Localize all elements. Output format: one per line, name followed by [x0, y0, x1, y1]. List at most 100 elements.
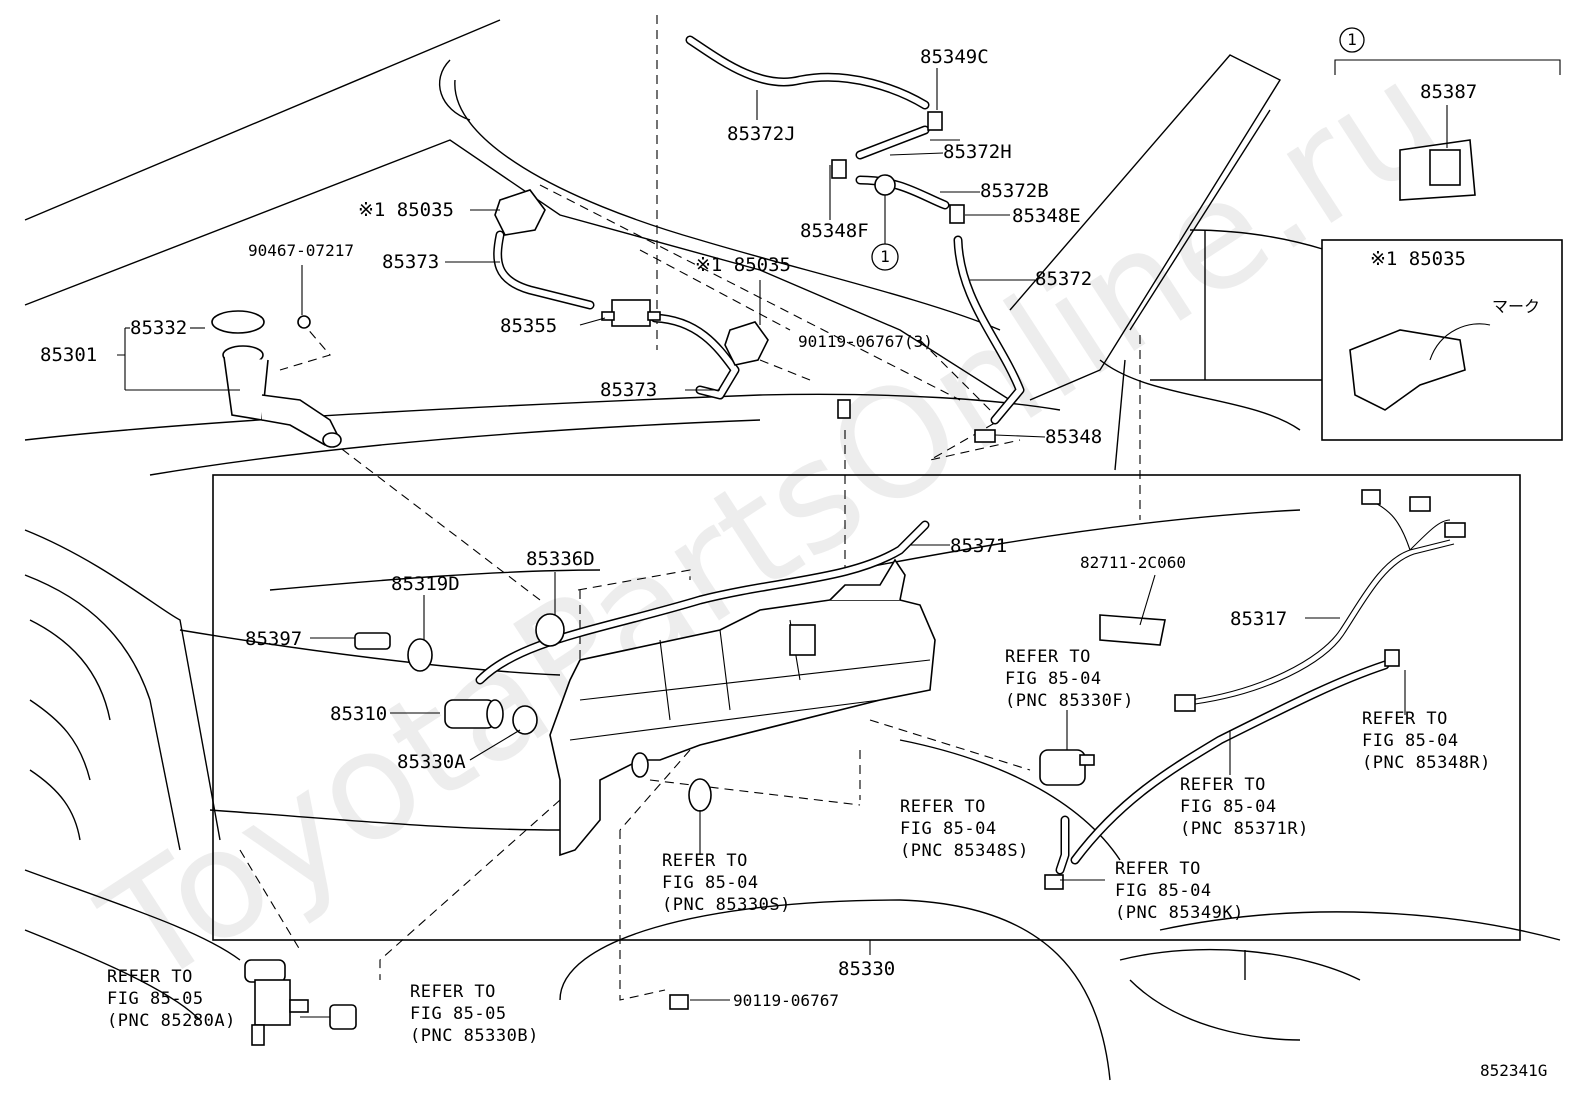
label-85372H: 85372H	[943, 141, 1012, 163]
refer-85371R: REFER TO FIG 85-04 (PNC 85371R)	[1180, 775, 1309, 839]
label-85348: 85348	[1045, 426, 1102, 448]
label-85397: 85397	[245, 628, 302, 650]
svg-text:REFER TO: REFER TO	[662, 851, 748, 871]
filler-85301	[222, 345, 342, 448]
svg-text:(PNC 85280A): (PNC 85280A)	[107, 1011, 236, 1031]
note-marker-1: 1	[1339, 27, 1365, 53]
svg-text:FIG 85-04: FIG 85-04	[662, 873, 759, 893]
svg-text:(PNC 85330B): (PNC 85330B)	[410, 1026, 539, 1046]
nozzle-85035-lower	[724, 321, 769, 366]
washer-tank-85330	[549, 558, 936, 857]
label-85319D: 85319D	[391, 573, 460, 595]
svg-text:REFER TO: REFER TO	[107, 967, 193, 987]
refer-85348R: REFER TO FIG 85-04 (PNC 85348R)	[1362, 709, 1491, 773]
grommet-85330B	[329, 1004, 357, 1030]
svg-text:REFER TO: REFER TO	[410, 982, 496, 1002]
svg-text:FIG 85-04: FIG 85-04	[1362, 731, 1459, 751]
svg-text:REFER TO: REFER TO	[1362, 709, 1448, 729]
level-sensor-82711	[1099, 614, 1166, 646]
label-85373-upper: 85373	[382, 251, 439, 273]
label-85348F: 85348F	[800, 220, 869, 242]
watermark: ToyotaPartsOnline.ru	[74, 29, 1471, 1021]
label-85317: 85317	[1230, 608, 1287, 630]
svg-text:(PNC 85348R): (PNC 85348R)	[1362, 753, 1491, 773]
hoses	[475, 35, 1390, 875]
note-bracket	[1334, 59, 1561, 75]
label-85387: 85387	[1420, 81, 1477, 103]
svg-text:(PNC 85330S): (PNC 85330S)	[662, 895, 791, 915]
svg-text:REFER TO: REFER TO	[900, 797, 986, 817]
label-90119-06767-3: 90119-06767(3)	[798, 332, 933, 351]
label-90119-06767: 90119-06767	[733, 991, 839, 1010]
refer-85330S: REFER TO FIG 85-04 (PNC 85330S)	[662, 851, 791, 915]
svg-text:(PNC 85371R): (PNC 85371R)	[1180, 819, 1309, 839]
label-85348E: 85348E	[1012, 205, 1081, 227]
refer-85330B: REFER TO FIG 85-05 (PNC 85330B)	[410, 982, 539, 1046]
grommet-85336D	[535, 613, 565, 647]
label-85371: 85371	[950, 535, 1007, 557]
svg-text:FIG 85-04: FIG 85-04	[1115, 881, 1212, 901]
sensor-85397	[354, 632, 391, 650]
joint-85349K	[1044, 874, 1064, 890]
svg-text:FIG 85-05: FIG 85-05	[410, 1004, 507, 1024]
svg-text:FIG 85-04: FIG 85-04	[1180, 797, 1277, 817]
inset-text: ※1 85035 マーク	[1370, 248, 1540, 316]
pump-85310	[444, 699, 504, 729]
svg-text:REFER TO: REFER TO	[1005, 647, 1091, 667]
svg-text:FIG 85-04: FIG 85-04	[900, 819, 997, 839]
pump-85280A	[244, 959, 309, 1046]
label-85310: 85310	[330, 703, 387, 725]
callout-marker-1: 1	[871, 195, 899, 271]
refer-85349K: REFER TO FIG 85-04 (PNC 85349K)	[1115, 859, 1244, 923]
svg-text:(PNC 85349K): (PNC 85349K)	[1115, 903, 1244, 923]
clip-90467	[297, 315, 311, 329]
refer-85348S: REFER TO FIG 85-04 (PNC 85348S)	[900, 797, 1029, 861]
refer-85330F: REFER TO FIG 85-04 (PNC 85330F)	[1005, 647, 1134, 711]
bolt-90119-upper	[837, 399, 851, 419]
tee-85355	[601, 299, 661, 327]
joint-85348R	[1384, 649, 1400, 667]
bolt-90119-lower	[669, 994, 689, 1010]
refer-85280A: REFER TO FIG 85-05 (PNC 85280A)	[107, 967, 236, 1031]
joints	[831, 111, 996, 443]
label-85330A: 85330A	[397, 751, 466, 773]
svg-text:1: 1	[1347, 30, 1357, 49]
svg-text:REFER TO: REFER TO	[1180, 775, 1266, 795]
svg-text:FIG 85-05: FIG 85-05	[107, 989, 204, 1009]
label-85336D: 85336D	[526, 548, 595, 570]
label-85035-lower: ※1 85035	[695, 254, 791, 276]
inset-nozzle	[1349, 323, 1491, 411]
label-85332: 85332	[130, 317, 187, 339]
nozzle-85035-upper	[494, 189, 546, 236]
diagram-id: 852341G	[1480, 1061, 1547, 1080]
vehicle-body-outline	[24, 19, 1561, 1081]
grommet-85330A	[512, 705, 538, 735]
inset-title: ※1 85035	[1370, 248, 1466, 270]
label-85330: 85330	[838, 958, 895, 980]
label-85372: 85372	[1035, 268, 1092, 290]
svg-text:(PNC 85330F): (PNC 85330F)	[1005, 691, 1134, 711]
label-82711-2C060: 82711-2C060	[1080, 553, 1186, 572]
svg-text:1: 1	[880, 247, 890, 266]
clip-85387	[1399, 139, 1476, 201]
refer-blocks: REFER TO FIG 85-04 (PNC 85330F) REFER TO…	[107, 647, 1491, 1046]
part-labels: 85349C 85372J 85372H 85372B 85348F 85348…	[40, 46, 1547, 1080]
label-90467-07217: 90467-07217	[248, 241, 354, 260]
label-85355: 85355	[500, 315, 557, 337]
leader-lines	[117, 68, 1448, 1018]
cap-85332	[211, 310, 265, 334]
svg-text:REFER TO: REFER TO	[1115, 859, 1201, 879]
label-85372B: 85372B	[980, 180, 1049, 202]
grommet-85319D	[407, 638, 433, 672]
label-85301: 85301	[40, 344, 97, 366]
svg-text:(PNC 85348S): (PNC 85348S)	[900, 841, 1029, 861]
pump-85330F	[1039, 749, 1095, 786]
dashed-guides	[239, 15, 1141, 1001]
tank-assembly-frame	[212, 474, 1521, 941]
svg-text:FIG 85-04: FIG 85-04	[1005, 669, 1102, 689]
label-85035-upper: ※1 85035	[358, 199, 454, 221]
label-85349C: 85349C	[920, 46, 989, 68]
label-85373-lower: 85373	[600, 379, 657, 401]
